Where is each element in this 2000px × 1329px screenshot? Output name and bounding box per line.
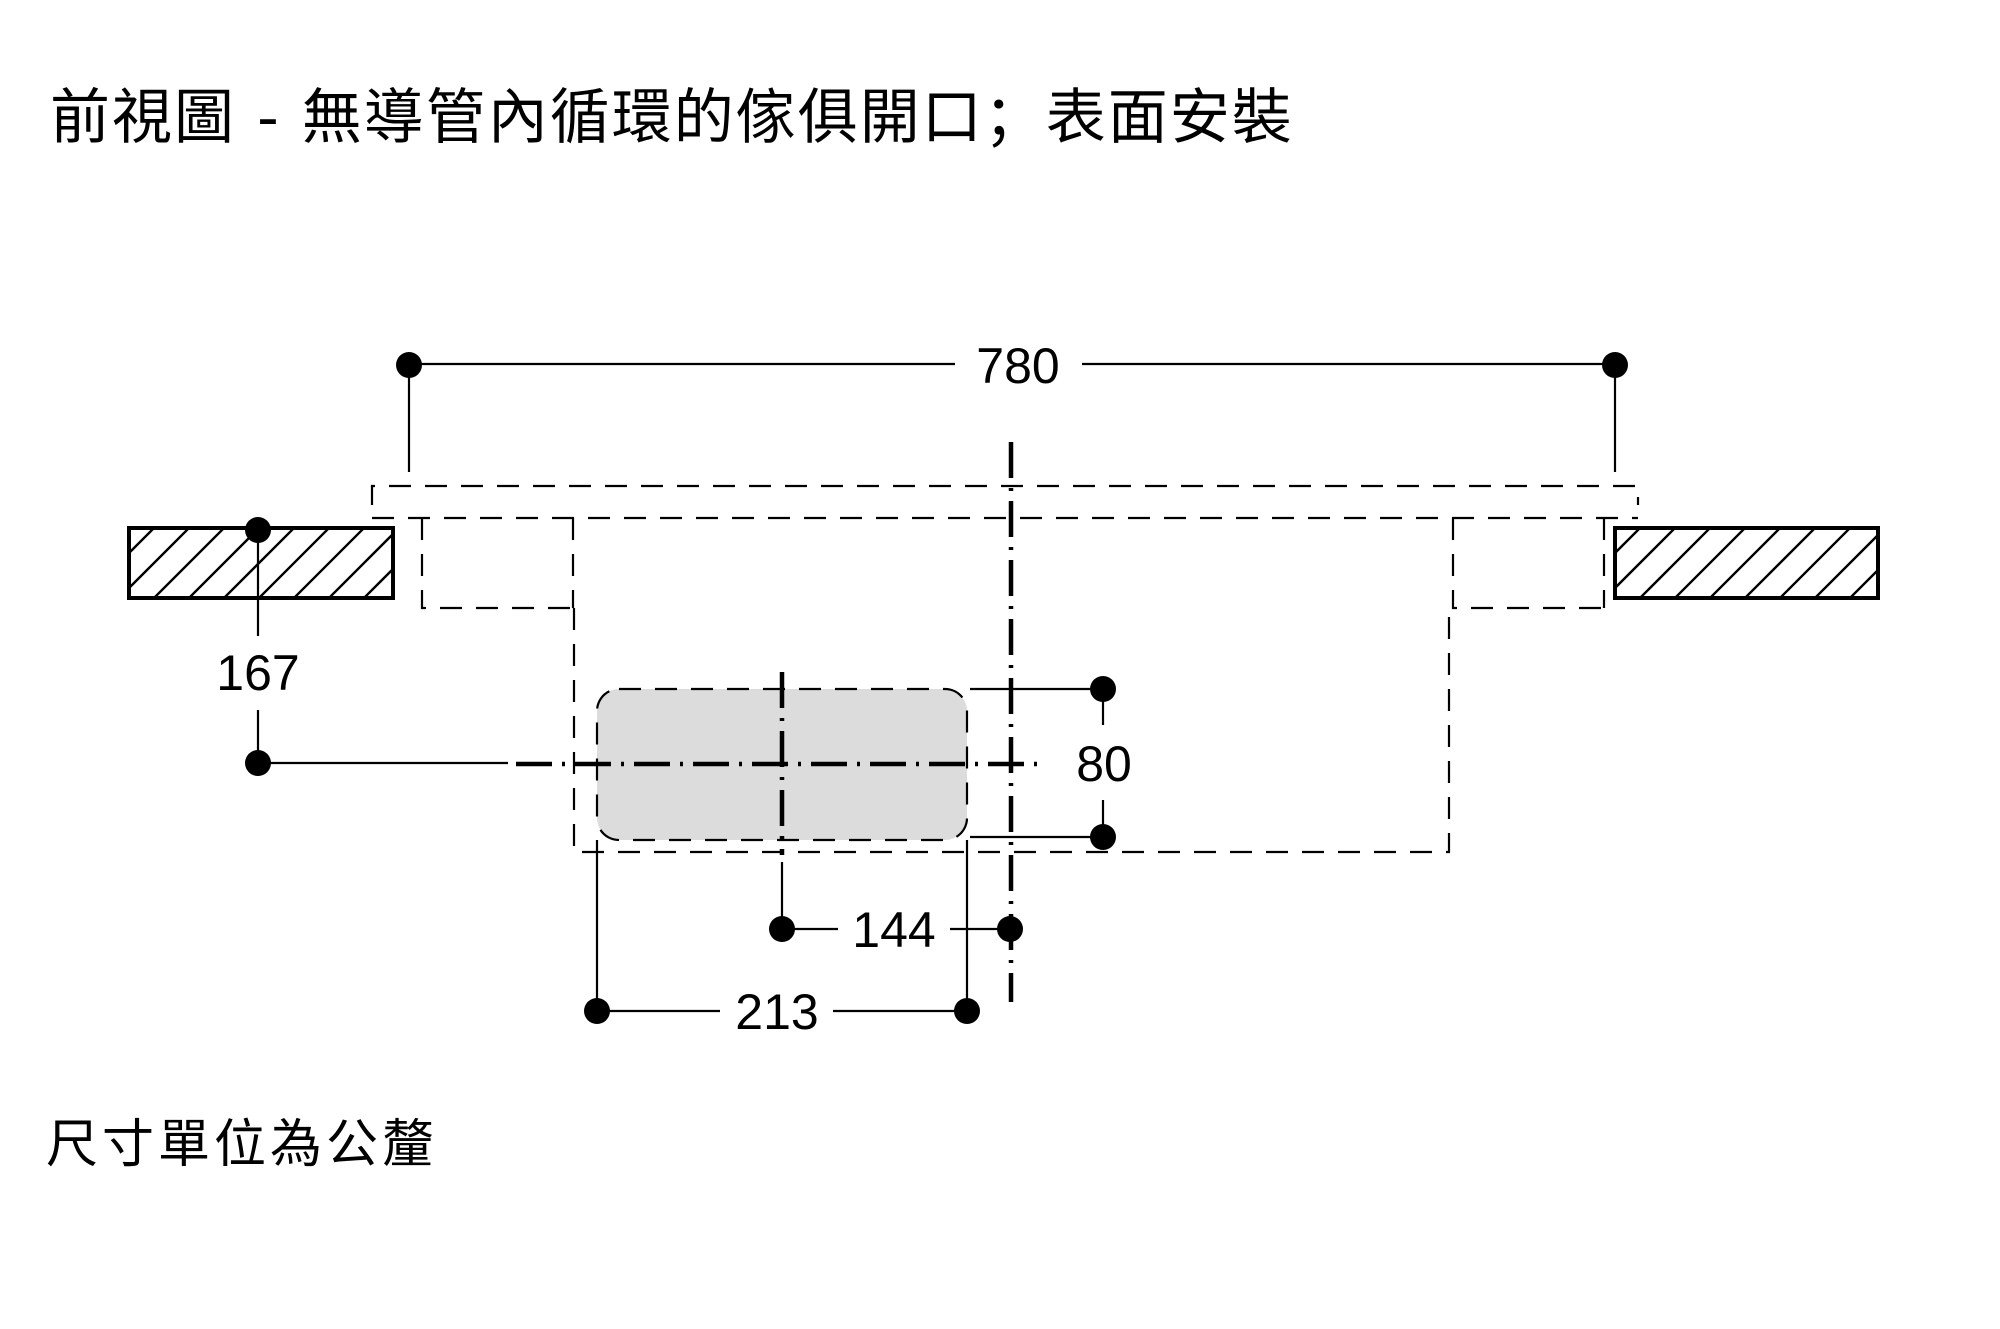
units-note: 尺寸單位為公釐 <box>46 1115 439 1175</box>
hatch-line <box>1780 529 1851 596</box>
dimension-213: 213 <box>584 840 980 1040</box>
hatch-line <box>1616 529 1676 589</box>
dimension-label-213: 213 <box>735 984 818 1040</box>
worktop-right <box>1535 526 2000 600</box>
hatch-line <box>1675 529 1746 596</box>
hatch-line <box>1955 528 2000 598</box>
hatch-line <box>1745 529 1816 596</box>
dimension-label-80: 80 <box>1076 736 1132 792</box>
hatch-line <box>469 528 539 598</box>
dimension-167: 167 <box>216 517 508 776</box>
page-title: 前視圖 - 無導管內循環的傢俱開口；表面安裝 <box>50 83 1294 153</box>
dimension-label-167: 167 <box>216 645 299 701</box>
hatch-line <box>294 529 365 596</box>
hatch-line <box>154 529 225 596</box>
hatch-line <box>130 529 190 589</box>
dimension-144: 144 <box>769 862 1023 958</box>
worktop-left <box>49 526 539 600</box>
hatch-line <box>1850 570 1876 596</box>
hatch-line <box>259 529 330 596</box>
hatch-line <box>1815 535 1876 596</box>
hatch-pattern-right <box>1535 528 2000 598</box>
dimension-780: 780 <box>396 338 1628 472</box>
hatch-line <box>1710 529 1781 596</box>
hatch-line <box>49 528 119 598</box>
dimension-80: 80 <box>970 676 1132 850</box>
hatch-line <box>1640 529 1711 596</box>
hatch-line <box>434 528 504 598</box>
hatch-line <box>399 528 469 598</box>
hatch-line <box>1535 528 1605 598</box>
dimension-label-780: 780 <box>976 338 1059 394</box>
hatch-line <box>1920 528 1990 598</box>
appliance-body-outline <box>572 608 1451 854</box>
hatch-line <box>189 529 260 596</box>
hatch-line <box>1885 528 1955 598</box>
dimension-label-144: 144 <box>852 902 935 958</box>
hatch-line <box>364 568 392 596</box>
cooktop-outline <box>370 484 1640 610</box>
hatch-line <box>130 529 155 554</box>
hatch-line <box>329 533 392 596</box>
hatch-line <box>1616 529 1641 554</box>
